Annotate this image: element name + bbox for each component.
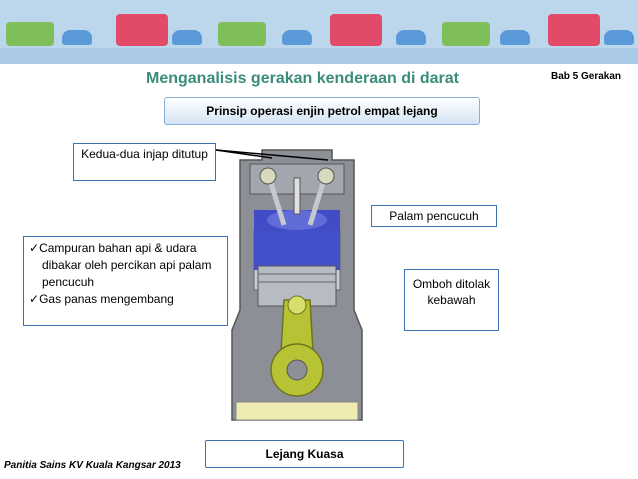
note-text: Gas panas mengembang — [39, 292, 174, 306]
chapter-label: Bab 5 Gerakan — [551, 71, 622, 82]
car-icon — [500, 30, 530, 45]
bus-icon — [548, 14, 600, 46]
bus-icon — [330, 14, 382, 46]
check-icon: ✓ — [29, 292, 40, 306]
combustion-notes: ✓Campuran bahan api & udara dibakar oleh… — [23, 236, 228, 326]
check-icon: ✓ — [29, 241, 40, 255]
engine-diagram — [231, 149, 363, 421]
bus-icon — [116, 14, 168, 46]
truck-icon — [6, 22, 54, 46]
page-title: Menganalisis gerakan kenderaan di darat — [146, 70, 460, 87]
banner-road — [0, 48, 638, 64]
note-item: ✓Gas panas mengembang — [29, 291, 222, 308]
car-icon — [604, 30, 634, 45]
slide-subtitle: Prinsip operasi enjin petrol empat lejan… — [164, 97, 480, 125]
piston-pushed-label: Omboh ditolak kebawah — [404, 269, 499, 331]
stroke-name-label: Lejang Kuasa — [205, 440, 404, 468]
vehicle-banner — [0, 0, 638, 64]
truck-icon — [442, 22, 490, 46]
car-icon — [172, 30, 202, 45]
spark-plug-label: Palam pencucuh — [371, 205, 497, 227]
car-icon — [396, 30, 426, 45]
note-text: Campuran bahan api & udara dibakar oleh … — [39, 241, 212, 289]
car-icon — [62, 30, 92, 45]
truck-icon — [218, 22, 266, 46]
note-item: ✓Campuran bahan api & udara dibakar oleh… — [29, 240, 222, 291]
car-icon — [282, 30, 312, 45]
footer-credit: Panitia Sains KV Kuala Kangsar 2013 — [4, 460, 181, 471]
valves-closed-label: Kedua-dua injap ditutup — [73, 143, 216, 181]
